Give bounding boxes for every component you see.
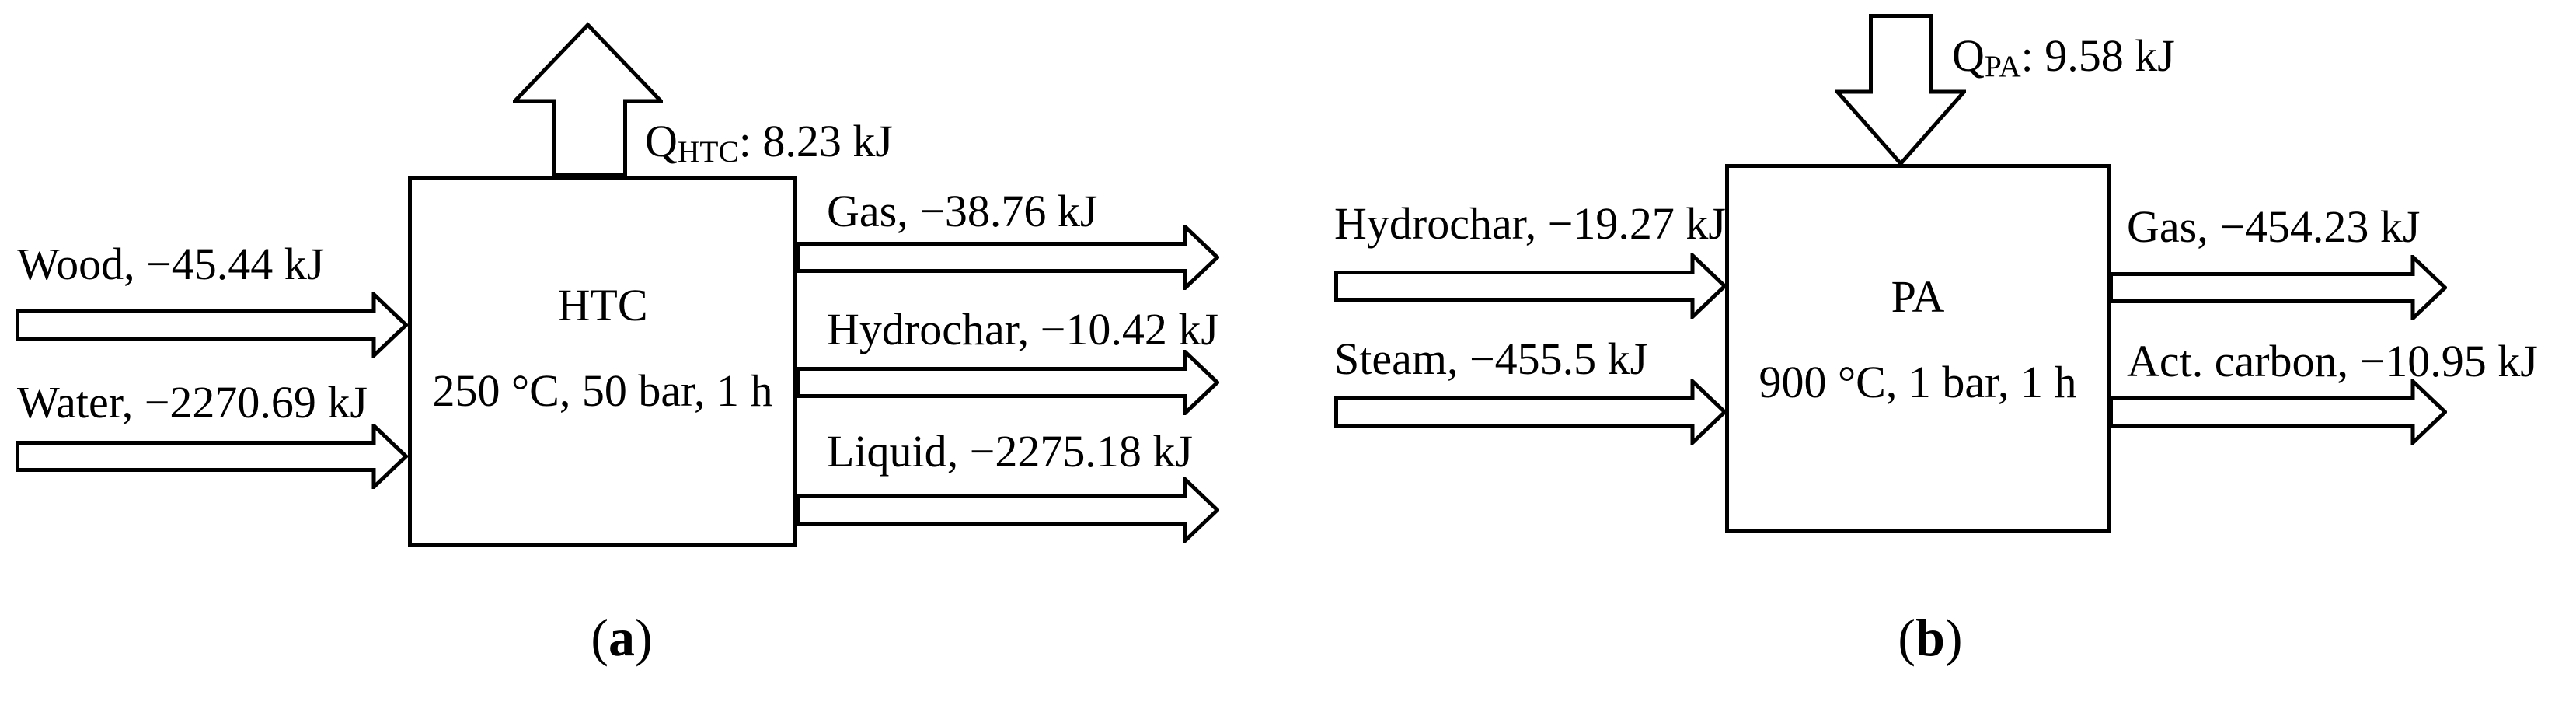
water-input-arrow-icon: [16, 424, 408, 489]
process-conditions-pa: 900 °C, 1 bar, 1 h: [1759, 357, 2077, 407]
hydrochar-output-arrow-a-icon: [796, 350, 1219, 415]
caption-b-letter: b: [1915, 608, 1945, 667]
heat-amount: : 8.23 kJ: [738, 116, 893, 166]
output-label-gas-b: Gas, −454.23 kJ: [2127, 201, 2421, 252]
input-label-steam: Steam, −455.5 kJ: [1334, 334, 1648, 384]
input-label-wood: Wood, −45.44 kJ: [17, 239, 325, 289]
heat-label-a: QHTC: 8.23 kJ: [645, 116, 893, 169]
process-title-pa: PA: [1891, 271, 1945, 322]
heat-up-arrow-icon: [513, 22, 663, 176]
caption-a-close: ): [635, 608, 653, 667]
caption-b-open: (: [1898, 608, 1916, 667]
gas-output-arrow-b-icon: [2109, 255, 2447, 320]
caption-a-letter: a: [608, 608, 635, 667]
steam-input-arrow-icon: [1334, 379, 1727, 445]
liquid-output-arrow-a-icon: [796, 477, 1219, 543]
caption-a-open: (: [591, 608, 608, 667]
caption-b-close: ): [1944, 608, 1963, 667]
heat-amount-b: : 9.58 kJ: [2020, 30, 2175, 81]
heat-subscript: HTC: [677, 134, 739, 169]
heat-label-b: QPA: 9.58 kJ: [1952, 30, 2175, 84]
act-carbon-output-arrow-icon: [2109, 379, 2447, 445]
input-label-hydrochar-b: Hydrochar, −19.27 kJ: [1334, 198, 1726, 249]
caption-b: (b): [1845, 609, 2016, 667]
heat-symbol-b: Q: [1952, 30, 1985, 81]
heat-symbol: Q: [645, 116, 678, 166]
output-label-act-carbon: Act. carbon, −10.95 kJ: [2127, 336, 2538, 386]
wood-input-arrow-icon: [16, 292, 408, 358]
hydrochar-input-arrow-icon: [1334, 253, 1727, 319]
process-box-pa: PA 900 °C, 1 bar, 1 h: [1725, 164, 2111, 533]
output-label-gas-a: Gas, −38.76 kJ: [827, 186, 1098, 236]
input-label-water: Water, −2270.69 kJ: [17, 377, 368, 428]
heat-down-arrow-icon: [1835, 14, 1966, 166]
output-label-liquid-a: Liquid, −2275.18 kJ: [827, 426, 1193, 477]
heat-subscript-b: PA: [1984, 49, 2021, 84]
caption-a: (a): [536, 609, 707, 667]
output-label-hydrochar-a: Hydrochar, −10.42 kJ: [827, 304, 1218, 354]
gas-output-arrow-a-icon: [796, 225, 1219, 290]
process-box-htc: HTC 250 °C, 50 bar, 1 h: [408, 176, 797, 547]
process-conditions-htc: 250 °C, 50 bar, 1 h: [432, 365, 773, 416]
process-title-htc: HTC: [557, 279, 648, 330]
